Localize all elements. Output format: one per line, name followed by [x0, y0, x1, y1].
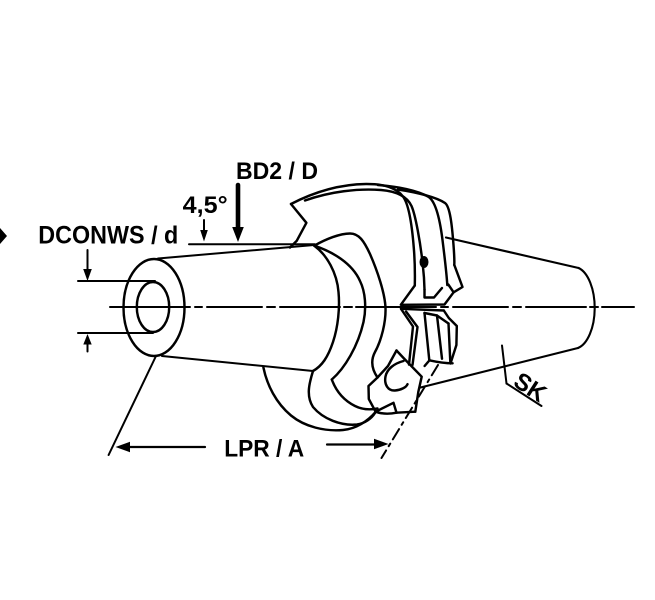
svg-text:DCONWS / d: DCONWS / d [38, 221, 178, 249]
svg-text:BD2 / D: BD2 / D [236, 158, 318, 185]
svg-text:4,5°: 4,5° [183, 192, 228, 219]
svg-text:SK: SK [509, 367, 552, 408]
svg-text:LPR / A: LPR / A [224, 435, 304, 462]
